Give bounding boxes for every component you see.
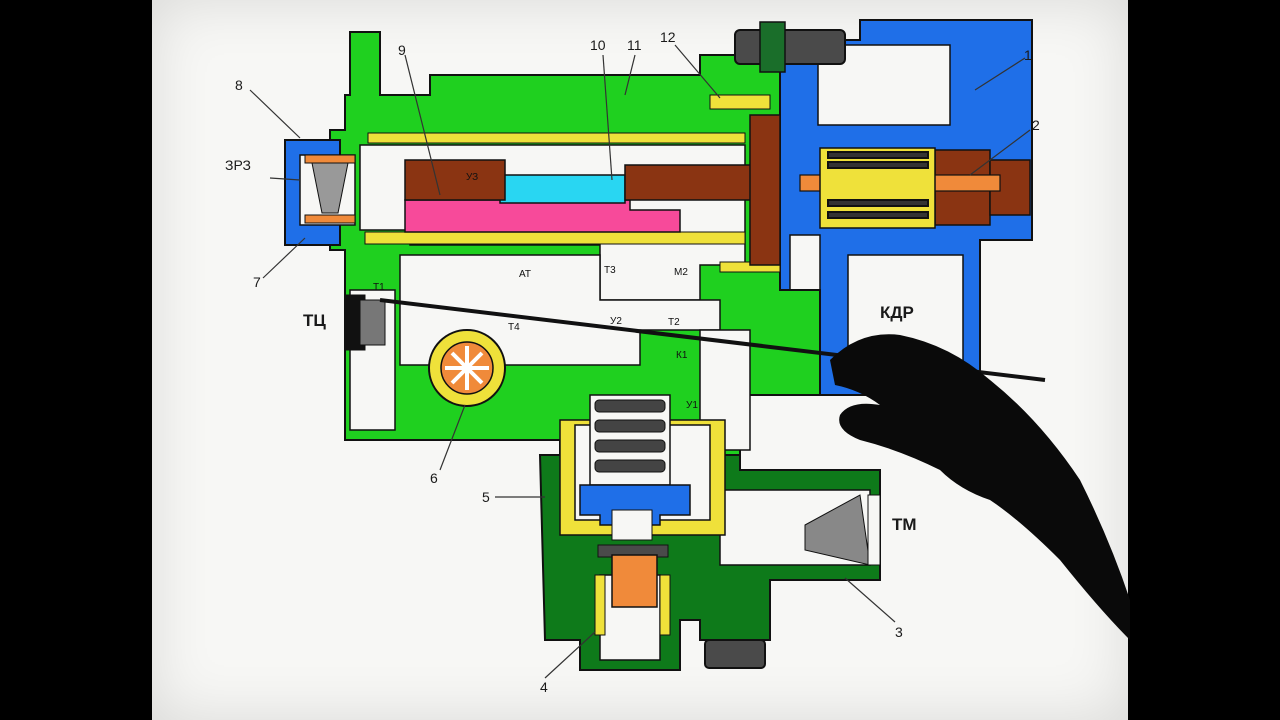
label-2: 2 — [1032, 117, 1040, 133]
label-6: 6 — [430, 470, 438, 486]
label-8: 8 — [235, 77, 243, 93]
label-4: 4 — [540, 679, 548, 695]
u1-valve — [559, 394, 726, 636]
label-tc: ТЦ — [303, 311, 326, 330]
label-m2: М2 — [674, 267, 688, 278]
label-t1: Т1 — [373, 282, 385, 293]
left-cap — [284, 139, 356, 246]
top-bolt — [734, 21, 846, 73]
label-u3: УЗ — [466, 172, 478, 183]
leader-lines — [249, 44, 1031, 679]
label-11: 11 — [627, 37, 642, 53]
label-k1: К1 — [676, 350, 688, 361]
label-3: 3 — [895, 624, 903, 640]
label-zr3: ЗРЗ — [225, 157, 251, 173]
label-at: АТ — [519, 269, 531, 280]
label-u2: У2 — [610, 316, 622, 327]
label-10: 10 — [590, 37, 606, 53]
label-1: 1 — [1024, 47, 1032, 63]
label-7: 7 — [253, 274, 261, 290]
label-t2: Т2 — [668, 317, 680, 328]
label-t4: Т4 — [508, 322, 520, 333]
labels: 8 ЗРЗ 7 ТЦ 9 10 11 12 1 2 КДР ТМ 5 6 4 3… — [225, 29, 1040, 695]
label-u1: У1 — [686, 400, 698, 411]
pointer-hand — [379, 298, 1130, 640]
label-tm: ТМ — [892, 515, 917, 534]
rotary-valve — [428, 329, 506, 407]
right-spring — [819, 147, 936, 229]
label-t3: Т3 — [604, 265, 616, 276]
label-9: 9 — [398, 42, 406, 58]
label-12: 12 — [660, 29, 676, 45]
tc-filter — [344, 294, 386, 351]
label-kdr: КДР — [880, 303, 914, 322]
label-5: 5 — [482, 489, 490, 505]
